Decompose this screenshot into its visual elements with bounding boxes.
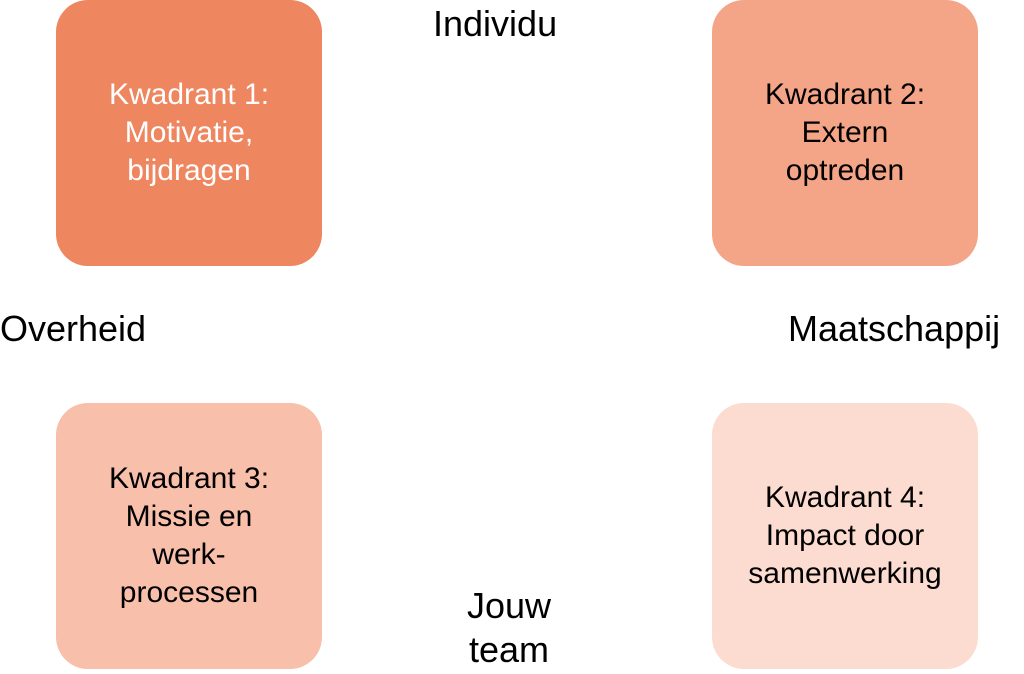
axis-label-top: Individu [433, 3, 558, 44]
axis-label-bottom: Jouw team [466, 585, 552, 670]
quadrant-3-label: Kwadrant 3: Missie en werk-processen [108, 462, 270, 609]
quadrant-1-box: Kwadrant 1: Motivatie, bijdragen [56, 0, 322, 266]
quadrant-3-box: Kwadrant 3: Missie en werk-processen [56, 403, 322, 669]
quadrant-4-label: Kwadrant 4: Impact door samenwerking [748, 481, 942, 590]
quadrant-2-box: Kwadrant 2: Extern optreden [712, 0, 978, 266]
quadrant-1-label: Kwadrant 1: Motivatie, bijdragen [108, 78, 270, 187]
axis-label-left: Overheid [0, 308, 147, 349]
quadrant-2-label: Kwadrant 2: Extern optreden [764, 78, 926, 187]
axis-label-right: Maatschappij [788, 308, 1001, 349]
quadrant-4-box: Kwadrant 4: Impact door samenwerking [712, 403, 978, 669]
